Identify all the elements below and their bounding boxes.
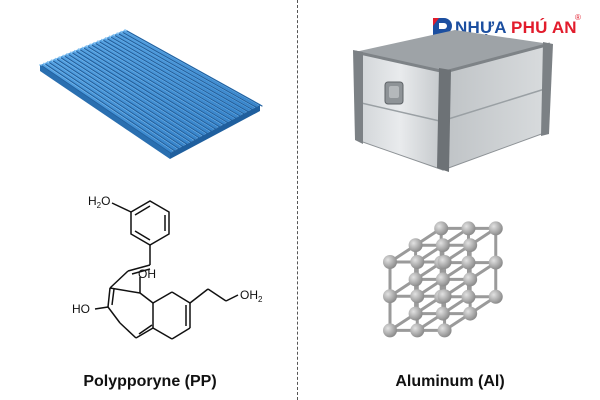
lattice-atom (410, 255, 425, 269)
sheet-front-edge (170, 105, 260, 159)
caption-aluminum: Aluminum (Al) (395, 373, 505, 390)
lattice-atom (461, 255, 476, 270)
sheet-ridge-shadow (68, 54, 202, 140)
top-benzene-ring (130, 200, 170, 246)
sheet-ridge-shadow (83, 47, 218, 131)
caption-polypropylene: Polypporyne (PP) (83, 373, 217, 390)
molecule-structure: H2O OH HO OH2 (72, 194, 263, 340)
sheet-ridge-shadow (52, 60, 185, 149)
lattice-atom (461, 289, 476, 304)
sheet-ridge-shadow (56, 59, 189, 146)
h2o-label: H2O (88, 194, 110, 210)
corrugated-pp-sheet (39, 29, 263, 159)
lattice-atom (463, 306, 478, 321)
lattice-atom (488, 221, 503, 236)
sheet-ridge-shadow (99, 41, 234, 122)
lattice-atom (435, 238, 450, 253)
sheet-ridge-shadow (87, 46, 222, 129)
lattice-atom (488, 255, 503, 270)
lattice-atom (410, 289, 425, 304)
sheet-ridge-shadow (80, 49, 214, 133)
sheet-ridge-shadow (60, 57, 194, 144)
sheet-ridge-shadow (110, 36, 247, 116)
ho-label: HO (72, 302, 90, 316)
oh2-label: OH2 (240, 288, 263, 304)
sheet-ridge-shadow (95, 43, 230, 125)
sheet-ridge-shadow (76, 51, 210, 135)
oh-label: OH (138, 267, 156, 281)
lattice-atom (383, 255, 397, 269)
lattice-atom (408, 272, 423, 287)
lattice-atom (435, 272, 450, 287)
lattice-atom (437, 323, 452, 338)
lattice-atom (434, 221, 449, 236)
lattice-atom (383, 323, 397, 338)
lattice-atom (383, 289, 397, 304)
aluminum-crystal-lattice (383, 221, 503, 338)
sheet-ridge-shadow (126, 30, 263, 107)
lattice-atom (437, 289, 452, 304)
lattice-atom (410, 323, 425, 338)
sheet-ridge-shadow (91, 44, 226, 127)
sheet-ridge-shadow (114, 35, 251, 114)
lattice-atom (488, 289, 503, 304)
lattice-atom (408, 238, 423, 253)
brand-name-part2: PHÚ AN (511, 18, 577, 37)
sheet-ridge-shadow (72, 52, 206, 138)
sheet-ridge-shadow (122, 31, 259, 109)
lattice-atom (463, 272, 478, 287)
lattice-atom (463, 238, 478, 253)
registered-mark: ® (575, 13, 581, 22)
lattice-atom (461, 221, 476, 236)
sheet-ridge-shadow (107, 38, 243, 118)
aluminum-box (353, 30, 553, 172)
center-divider (297, 0, 298, 400)
sheet-ridge-shadow (45, 63, 177, 153)
lattice-atom (408, 306, 423, 321)
sheet-ridge-shadow (64, 55, 198, 142)
sheet-ridge-shadow (41, 65, 173, 155)
lattice-atom (435, 306, 450, 321)
sheet-left-edge (40, 65, 170, 159)
sheet-ridge-shadow (49, 62, 181, 151)
lattice-atom (437, 255, 452, 269)
sheet-ridge-shadow (118, 33, 255, 111)
sheet-ridge-shadow (103, 39, 239, 120)
